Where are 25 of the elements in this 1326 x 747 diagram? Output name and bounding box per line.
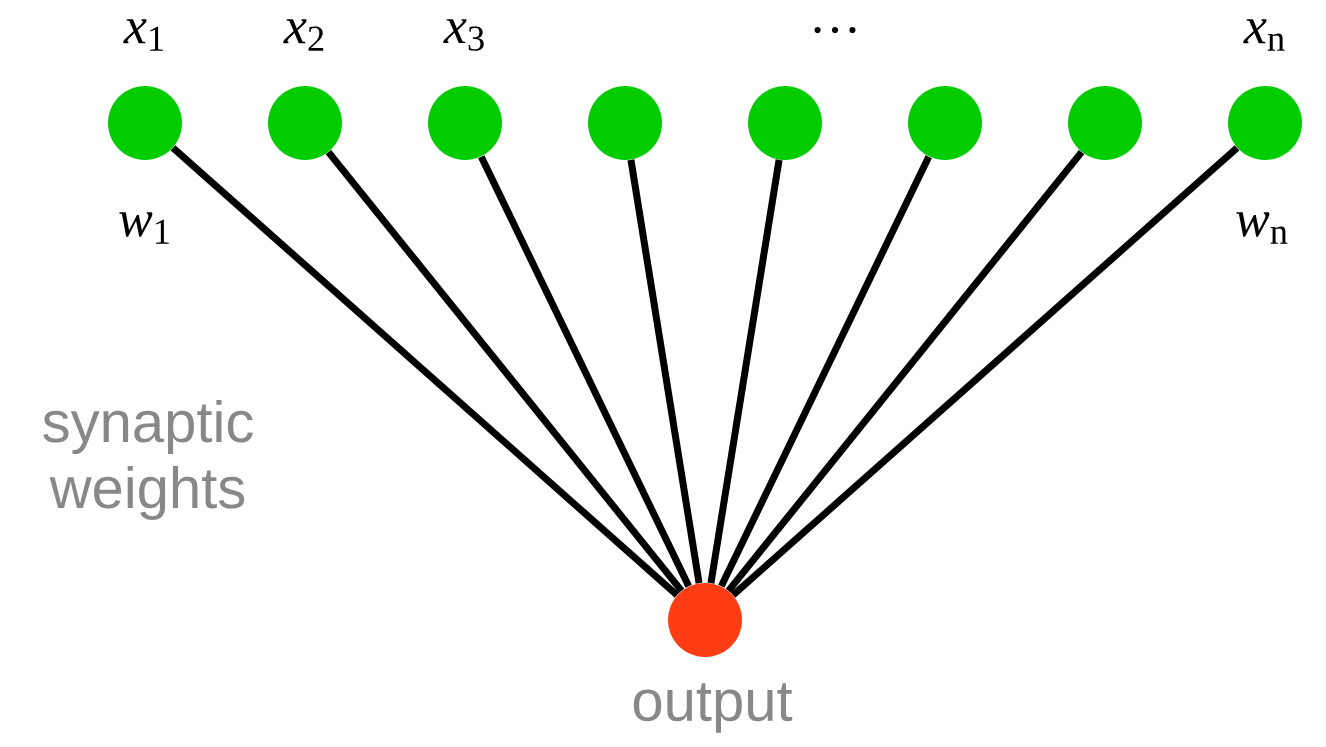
node-circle bbox=[748, 86, 822, 160]
variable-label: w$_{n}$ bbox=[1236, 212, 1288, 244]
variable-label: x$_{1}$ bbox=[123, 19, 163, 51]
connector-line bbox=[730, 145, 1240, 598]
connector-line bbox=[718, 155, 932, 588]
variable-label: w$_{1}$ bbox=[119, 212, 169, 244]
node-circle bbox=[108, 86, 182, 160]
variable-label: x$_{n}$ bbox=[1243, 19, 1285, 51]
node-circle bbox=[908, 86, 982, 160]
connector-line bbox=[325, 149, 685, 594]
node-circle bbox=[1228, 86, 1302, 160]
node-circle bbox=[428, 86, 502, 160]
annotation-text: synaptic weights bbox=[43, 399, 253, 521]
variable-label: x$_{3}$ bbox=[443, 19, 484, 51]
ellipsis: … bbox=[814, 26, 856, 34]
node-circle bbox=[588, 86, 662, 160]
connector-line bbox=[707, 159, 783, 584]
connector-line bbox=[725, 149, 1085, 594]
connector-line bbox=[170, 145, 680, 598]
node-label: output bbox=[633, 683, 793, 733]
connector-line bbox=[627, 159, 703, 584]
connector-line bbox=[478, 155, 692, 588]
node-circle bbox=[268, 86, 342, 160]
variable-label: x$_{2}$ bbox=[283, 19, 324, 51]
node-circle bbox=[1068, 86, 1142, 160]
